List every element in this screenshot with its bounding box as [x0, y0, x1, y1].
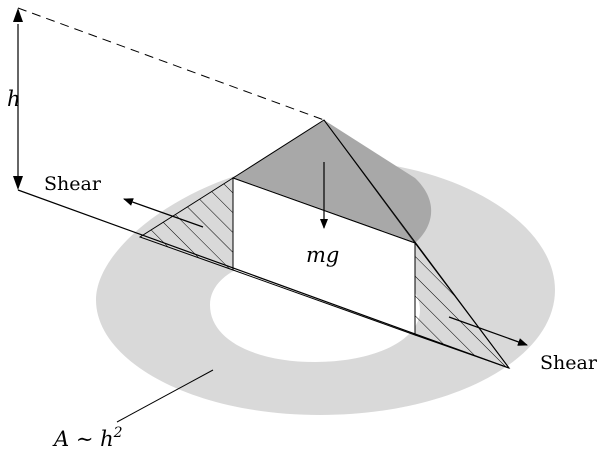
height-arrowhead-top — [13, 8, 23, 22]
shear-arrow-left — [123, 198, 204, 228]
area-label: A ∼ h2 — [52, 425, 123, 451]
height-arrowhead-bottom — [13, 176, 23, 190]
weight-label: mg — [306, 243, 339, 267]
dashed-guide-line — [17, 7, 325, 121]
area-label-base: A ∼ h — [52, 427, 114, 451]
ridge-line — [323, 119, 510, 369]
shear-label-right: Shear — [540, 352, 598, 374]
height-label: h — [7, 87, 21, 111]
shear-label-left: Shear — [44, 173, 102, 195]
slope-line — [17, 189, 510, 369]
area-leader-line — [116, 369, 214, 423]
area-label-exponent: 2 — [113, 425, 123, 441]
top-face-shadow — [324, 120, 432, 243]
shear-arrow-right — [448, 316, 528, 346]
left-hatched-wedge — [138, 177, 234, 271]
